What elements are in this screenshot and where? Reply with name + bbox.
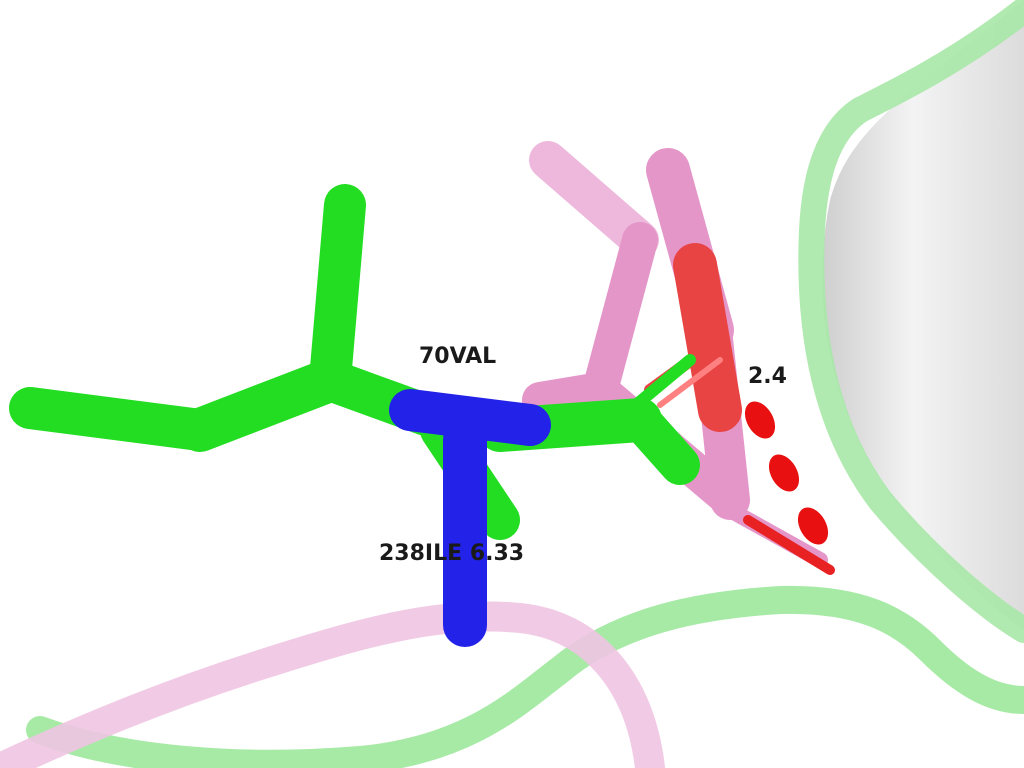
- helix-ribbon: [798, 0, 1024, 643]
- residue-label-238ile: 238ILE 6.33: [379, 541, 524, 566]
- residue-label-70val: 70VAL: [419, 344, 496, 369]
- pink-loop-ribbon: [0, 601, 665, 768]
- distance-label: 2.4: [748, 364, 787, 389]
- nitrogen-sticks: [389, 389, 551, 647]
- distance-dashes: [744, 401, 829, 545]
